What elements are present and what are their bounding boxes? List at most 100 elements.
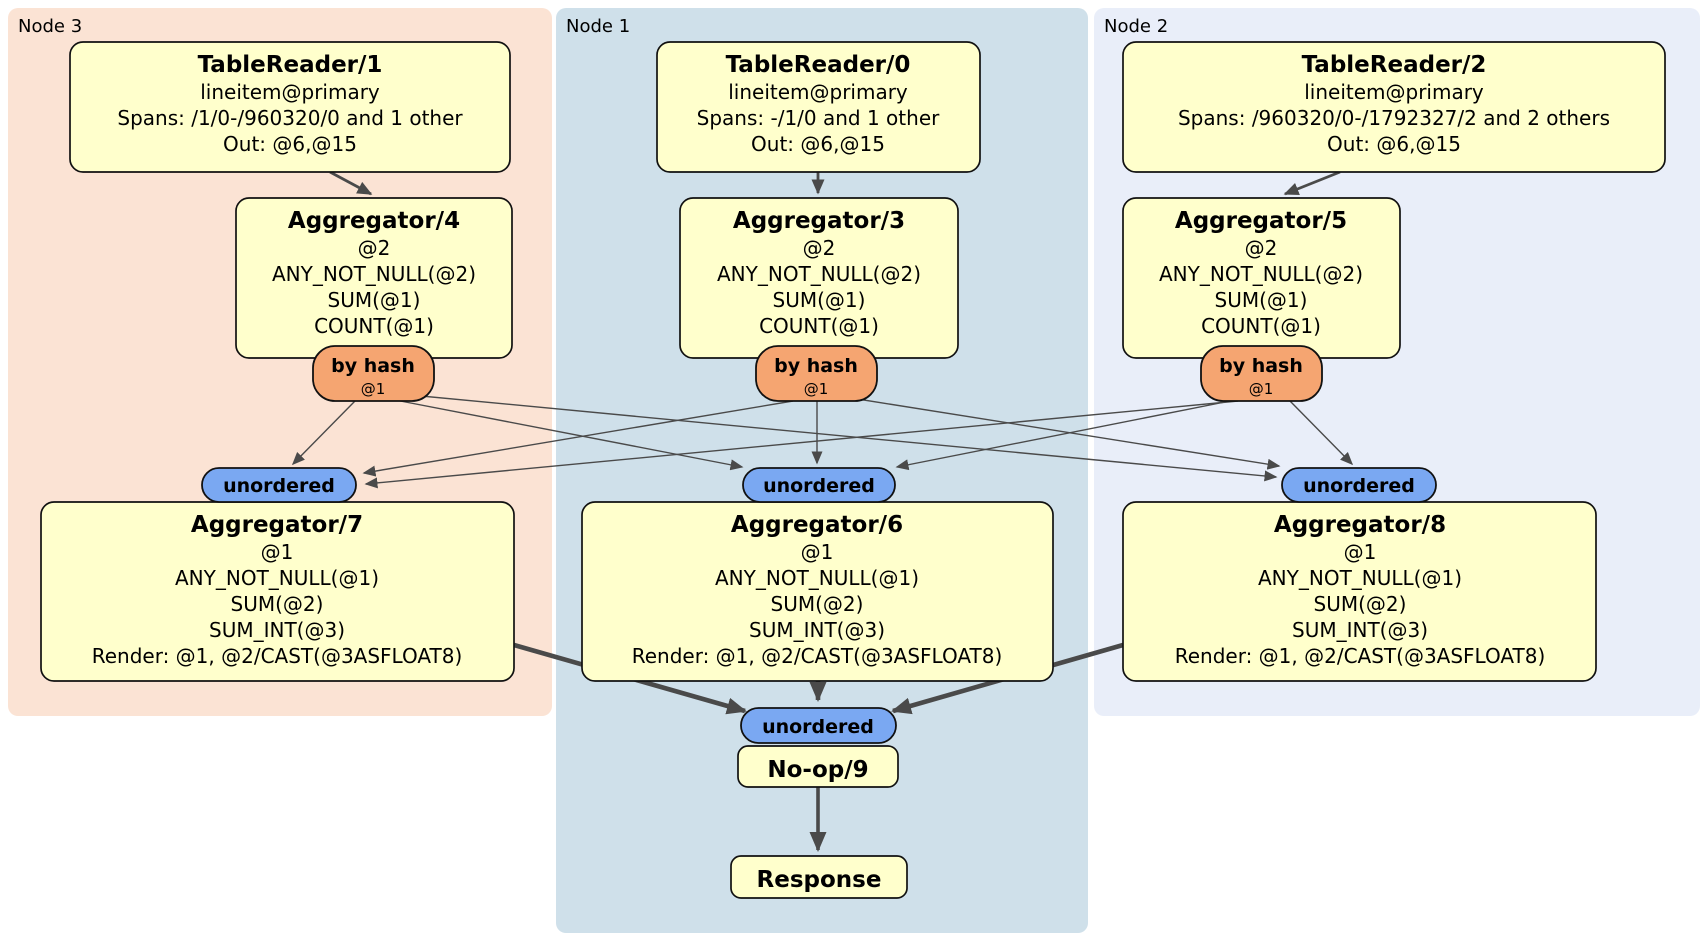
sync-label: unordered xyxy=(223,475,335,497)
processor-tablereader-0-box xyxy=(656,41,981,173)
processor-tablereader-0: TableReader/0 lineitem@primary Spans: -/… xyxy=(656,41,981,173)
processor-noop-9: No-op/9 xyxy=(737,745,899,788)
router-by-hash-node2-pill xyxy=(1200,345,1323,402)
router-label: by hash xyxy=(331,355,415,377)
processor-line: SUM_INT(@3) xyxy=(209,618,345,642)
edge-tablereader2-aggregator5 xyxy=(1283,170,1341,196)
processor-line: lineitem@primary xyxy=(200,80,380,104)
processor-line: ANY_NOT_NULL(@1) xyxy=(1258,566,1462,590)
sync-unordered-node3: unordered xyxy=(201,467,357,503)
processor-title: Aggregator/7 xyxy=(191,512,363,538)
edge-hash2-unordered1 xyxy=(895,398,1241,471)
edge-hash1-unordered2 xyxy=(844,396,1281,470)
processor-line: @1 xyxy=(261,540,294,564)
processor-title: Aggregator/3 xyxy=(733,208,905,234)
processor-line: SUM_INT(@3) xyxy=(749,618,885,642)
router-key: @1 xyxy=(1249,380,1274,398)
processor-line: @1 xyxy=(1344,540,1377,564)
processor-line: @2 xyxy=(803,236,836,260)
sync-unordered-node2-pill xyxy=(1281,467,1437,503)
processor-line: SUM(@1) xyxy=(328,288,421,312)
edge-hash1-unordered3 xyxy=(362,400,794,477)
processor-line: Out: @6,@15 xyxy=(1327,132,1461,156)
sync-label: unordered xyxy=(762,716,874,738)
processor-title: TableReader/1 xyxy=(198,52,383,78)
processor-aggregator-3: Aggregator/3 @2 ANY_NOT_NULL(@2) SUM(@1)… xyxy=(679,197,959,359)
sync-unordered-final: unordered xyxy=(740,707,897,744)
processor-line: Render: @1, @2/CAST(@3ASFLOAT8) xyxy=(92,644,463,668)
processor-line: Spans: /960320/0-/1792327/2 and 2 others xyxy=(1178,106,1610,130)
processor-line: ANY_NOT_NULL(@2) xyxy=(717,262,921,286)
processor-aggregator-5: Aggregator/5 @2 ANY_NOT_NULL(@2) SUM(@1)… xyxy=(1122,197,1401,359)
router-key: @1 xyxy=(804,380,829,398)
processor-line: ANY_NOT_NULL(@1) xyxy=(715,566,919,590)
edge-hash3-unordered3 xyxy=(291,400,356,466)
edge-hash3-unordered2 xyxy=(399,393,1278,482)
processor-tablereader-2: TableReader/2 lineitem@primary Spans: /9… xyxy=(1122,41,1666,173)
processor-tablereader-2-box xyxy=(1122,41,1666,173)
sync-label: unordered xyxy=(1303,475,1415,497)
processor-aggregator-8: Aggregator/8 @1 ANY_NOT_NULL(@1) SUM(@2)… xyxy=(1122,501,1597,682)
processor-line: lineitem@primary xyxy=(1304,80,1484,104)
processor-tablereader-1: TableReader/1 lineitem@primary Spans: /1… xyxy=(69,41,511,173)
router-by-hash-node3: by hash @1 xyxy=(312,345,435,402)
processor-title: Aggregator/4 xyxy=(288,208,460,234)
processor-line: SUM(@1) xyxy=(1215,288,1308,312)
processor-line: Out: @6,@15 xyxy=(223,132,357,156)
processor-line: COUNT(@1) xyxy=(759,314,879,338)
sync-unordered-node1: unordered xyxy=(742,467,896,503)
node-response-box xyxy=(730,855,908,899)
router-by-hash-node2: by hash @1 xyxy=(1200,345,1323,402)
processor-line: Render: @1, @2/CAST(@3ASFLOAT8) xyxy=(632,644,1003,668)
node-response: Response xyxy=(730,855,908,899)
processor-title: Aggregator/6 xyxy=(731,512,903,538)
processor-line: ANY_NOT_NULL(@1) xyxy=(175,566,379,590)
edge-hash2-unordered3 xyxy=(364,400,1239,489)
region-node-3-label: Node 3 xyxy=(18,16,82,37)
processor-line: SUM(@2) xyxy=(771,592,864,616)
edge-hash3-unordered1 xyxy=(389,398,744,471)
processor-line: SUM_INT(@3) xyxy=(1292,618,1428,642)
router-by-hash-node1-pill xyxy=(755,345,878,402)
processor-title: TableReader/0 xyxy=(726,52,911,78)
processor-line: Render: @1, @2/CAST(@3ASFLOAT8) xyxy=(1175,644,1546,668)
node-title: Response xyxy=(757,867,882,893)
sync-unordered-final-pill xyxy=(740,707,897,744)
processor-line: COUNT(@1) xyxy=(1201,314,1321,338)
router-label: by hash xyxy=(1219,355,1303,377)
sync-unordered-node1-pill xyxy=(742,467,896,503)
processor-tablereader-1-box xyxy=(69,41,511,173)
processor-line: @2 xyxy=(358,236,391,260)
processor-line: Spans: -/1/0 and 1 other xyxy=(697,106,940,130)
processor-aggregator-4: Aggregator/4 @2 ANY_NOT_NULL(@2) SUM(@1)… xyxy=(235,197,513,359)
processor-aggregator-6: Aggregator/6 @1 ANY_NOT_NULL(@1) SUM(@2)… xyxy=(581,501,1054,682)
processor-line: @2 xyxy=(1245,236,1278,260)
processor-line: COUNT(@1) xyxy=(314,314,434,338)
processor-noop-9-box xyxy=(737,745,899,788)
region-node-2-label: Node 2 xyxy=(1104,16,1168,37)
processor-line: ANY_NOT_NULL(@2) xyxy=(1159,262,1363,286)
edge-hash2-unordered2 xyxy=(1289,400,1354,466)
processor-line: Out: @6,@15 xyxy=(751,132,885,156)
router-by-hash-node1: by hash @1 xyxy=(755,345,878,402)
router-label: by hash xyxy=(774,355,858,377)
processor-line: @1 xyxy=(801,540,834,564)
processor-line: lineitem@primary xyxy=(728,80,908,104)
processor-line: SUM(@2) xyxy=(231,592,324,616)
processor-line: ANY_NOT_NULL(@2) xyxy=(272,262,476,286)
router-key: @1 xyxy=(361,380,386,398)
router-by-hash-node3-pill xyxy=(312,345,435,402)
processor-title: No-op/9 xyxy=(767,757,868,783)
sync-label: unordered xyxy=(763,475,875,497)
edge-tablereader1-aggregator4 xyxy=(329,170,373,196)
processor-line: SUM(@2) xyxy=(1314,592,1407,616)
processor-title: Aggregator/5 xyxy=(1175,208,1347,234)
processor-title: Aggregator/8 xyxy=(1274,512,1446,538)
processor-line: SUM(@1) xyxy=(773,288,866,312)
processor-title: TableReader/2 xyxy=(1302,52,1487,78)
sync-unordered-node3-pill xyxy=(201,467,357,503)
region-node-1-label: Node 1 xyxy=(566,16,630,37)
processor-line: Spans: /1/0-/960320/0 and 1 other xyxy=(117,106,463,130)
